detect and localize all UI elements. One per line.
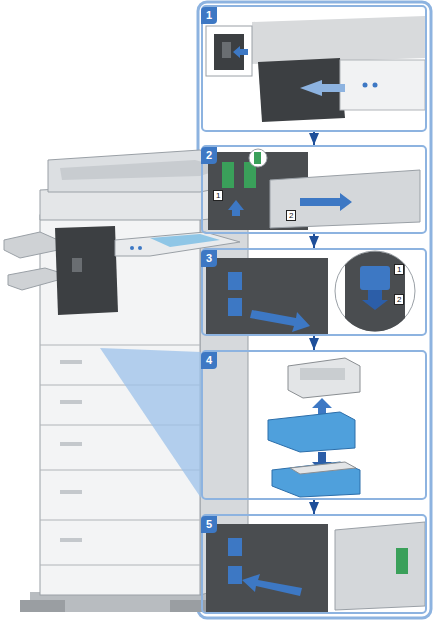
drawer-line	[40, 520, 200, 521]
callout-number: 1	[394, 264, 404, 275]
step-4-picture	[268, 358, 360, 497]
drawer-line	[40, 470, 200, 471]
inset-circle	[335, 251, 415, 331]
staple-case	[360, 266, 390, 290]
drawer-handle	[60, 400, 82, 404]
staple-case	[268, 412, 355, 452]
output-tray	[4, 232, 58, 258]
pull-arrow	[250, 310, 310, 332]
step-arrow	[313, 500, 315, 514]
finisher-interior	[206, 258, 328, 334]
green-lever	[254, 152, 261, 164]
step-panel: 1	[201, 5, 427, 132]
open-cover	[335, 522, 425, 610]
drawer-handle	[60, 442, 82, 446]
step-5-picture	[206, 522, 425, 612]
step-arrow	[313, 132, 315, 145]
drawer-handle	[60, 538, 82, 542]
callout-number: 2	[394, 294, 404, 305]
step-panel: 4	[201, 350, 427, 500]
pull-arrow	[228, 200, 244, 216]
drawer-handle	[60, 490, 82, 494]
finisher-interior	[206, 524, 328, 612]
inset-detail	[345, 251, 405, 331]
staple-case	[272, 462, 360, 497]
slide-arrow	[300, 193, 352, 211]
open-cover	[270, 170, 420, 228]
panel-button	[363, 83, 368, 88]
drawer-line	[40, 345, 200, 346]
move-arrow	[300, 80, 345, 96]
panel-button	[373, 83, 378, 88]
staple-cartridge	[288, 358, 360, 398]
step-2-picture	[208, 149, 420, 230]
touch-screen	[150, 234, 220, 247]
step-3-picture	[206, 251, 415, 334]
callout-number: 1	[213, 190, 223, 201]
staple-unit	[228, 272, 242, 290]
insert-arrow	[242, 574, 302, 596]
step-arrow	[313, 234, 315, 248]
drawer-line	[40, 565, 200, 566]
step-number: 1	[201, 7, 217, 24]
panel-button	[130, 246, 134, 250]
output-tray	[8, 268, 58, 290]
pull-arrow	[233, 46, 248, 58]
staple-cartridge	[290, 462, 356, 474]
inset-circle	[249, 149, 267, 167]
handle	[222, 42, 231, 58]
control-panel	[115, 232, 240, 256]
press-arrow	[362, 290, 388, 310]
staple-unit	[228, 538, 242, 556]
step-panel: 5	[201, 514, 427, 614]
finisher	[55, 226, 118, 315]
steps-frame	[198, 2, 431, 618]
finisher-handle	[72, 258, 82, 272]
printer-front	[40, 215, 200, 595]
machine-top	[252, 16, 425, 64]
step-number: 4	[201, 352, 217, 369]
step-number: 3	[201, 250, 217, 267]
front-panel	[340, 60, 425, 110]
green-lever	[222, 162, 234, 188]
finisher	[258, 58, 345, 122]
printer-foot	[20, 600, 65, 612]
inset-box	[206, 26, 252, 76]
cartridge-detail	[300, 368, 345, 380]
step-1-picture	[206, 16, 425, 122]
staple-unit	[228, 298, 242, 316]
step-panel: 2	[201, 145, 427, 234]
step-number: 5	[201, 516, 217, 533]
step-panel: 3	[201, 248, 427, 336]
green-lever	[396, 548, 408, 574]
callout-number: 2	[286, 210, 296, 221]
step-arrow	[313, 336, 315, 350]
panel-button	[138, 246, 142, 250]
drawer-handle	[60, 360, 82, 364]
step-number: 2	[201, 147, 217, 164]
leader-wedge	[100, 348, 201, 498]
staple-unit	[228, 566, 242, 584]
